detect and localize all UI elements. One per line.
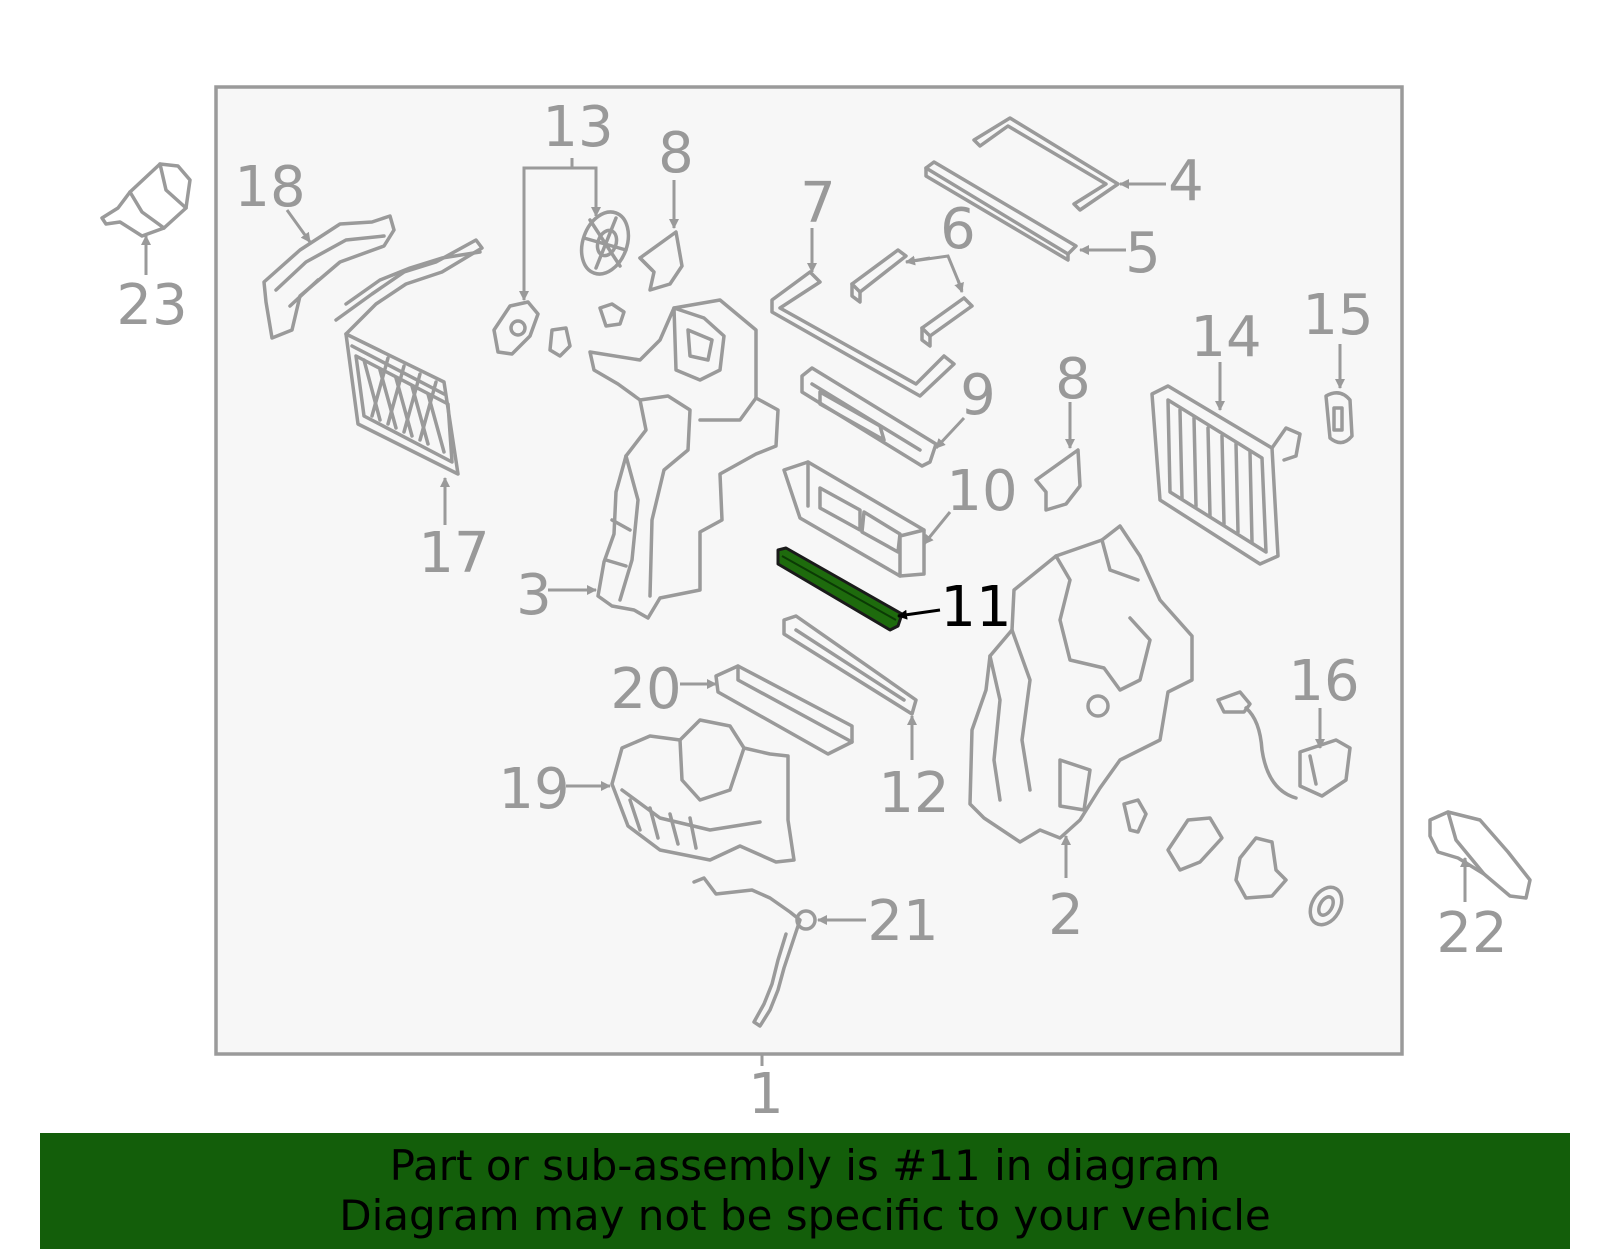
part-15-plug bbox=[1324, 391, 1354, 445]
callout-3: 3 bbox=[516, 563, 552, 628]
part-3-case-left bbox=[588, 298, 780, 620]
callout-20: 20 bbox=[610, 657, 681, 722]
callout-23: 23 bbox=[116, 273, 187, 338]
part-21-hose bbox=[692, 876, 817, 1028]
callout-11: 11 bbox=[940, 575, 1011, 640]
callout-2: 2 bbox=[1048, 883, 1084, 948]
part-2-case-right bbox=[968, 524, 1194, 844]
part-19-lower-case bbox=[610, 718, 796, 864]
part-11-highlighted bbox=[776, 546, 904, 632]
callout-1: 1 bbox=[748, 1062, 784, 1127]
callout-7: 7 bbox=[800, 171, 836, 236]
part-8-actuator-upper bbox=[638, 230, 684, 292]
part-23-bracket bbox=[100, 162, 192, 238]
part-12-door bbox=[782, 614, 918, 716]
part-22-bracket bbox=[1428, 810, 1532, 900]
part-20-seal bbox=[714, 664, 854, 756]
callout-8a: 8 bbox=[658, 121, 694, 186]
callout-22: 22 bbox=[1436, 901, 1507, 966]
info-banner: Part or sub-assembly is #11 in diagram D… bbox=[40, 1133, 1570, 1249]
callout-4: 4 bbox=[1168, 149, 1204, 214]
leader-11 bbox=[897, 608, 941, 620]
callout-6: 6 bbox=[940, 197, 976, 262]
callout-21: 21 bbox=[867, 889, 938, 954]
small-components bbox=[1122, 798, 1344, 927]
part-9-door bbox=[800, 366, 938, 468]
banner-line-2: Diagram may not be specific to your vehi… bbox=[339, 1191, 1271, 1240]
part-10-door bbox=[782, 460, 926, 578]
part-4-seal bbox=[972, 116, 1120, 212]
leader-9 bbox=[934, 416, 966, 450]
banner-line-1: Part or sub-assembly is #11 in diagram bbox=[389, 1141, 1221, 1190]
callout-15: 15 bbox=[1302, 283, 1373, 348]
part-16-actuator bbox=[1216, 690, 1352, 800]
leader-6-arrow-a bbox=[905, 255, 931, 266]
part-5-seal bbox=[924, 160, 1078, 262]
part-18-duct bbox=[262, 214, 396, 340]
callout-5: 5 bbox=[1125, 221, 1161, 286]
part-17-heater-core bbox=[334, 238, 484, 476]
part-8-clip-small bbox=[598, 302, 626, 328]
part-14-evaporator bbox=[1150, 384, 1302, 566]
callout-13: 13 bbox=[542, 95, 613, 160]
callout-14: 14 bbox=[1190, 305, 1261, 370]
callout-8b: 8 bbox=[1055, 347, 1091, 412]
leader-6-arrow-b bbox=[954, 279, 964, 293]
leader-18 bbox=[285, 209, 312, 243]
part-8-actuator-lower bbox=[1034, 448, 1082, 512]
callout-18: 18 bbox=[234, 155, 305, 220]
callout-16: 16 bbox=[1288, 649, 1359, 714]
callout-19: 19 bbox=[498, 757, 569, 822]
part-13-blower-motor bbox=[492, 210, 631, 358]
callout-9: 9 bbox=[960, 363, 996, 428]
callout-10: 10 bbox=[946, 459, 1017, 524]
part-7-seal bbox=[770, 270, 956, 398]
callout-12: 12 bbox=[878, 761, 949, 826]
leader-10 bbox=[922, 511, 952, 545]
leader-13 bbox=[522, 158, 598, 298]
callout-17: 17 bbox=[418, 521, 489, 586]
